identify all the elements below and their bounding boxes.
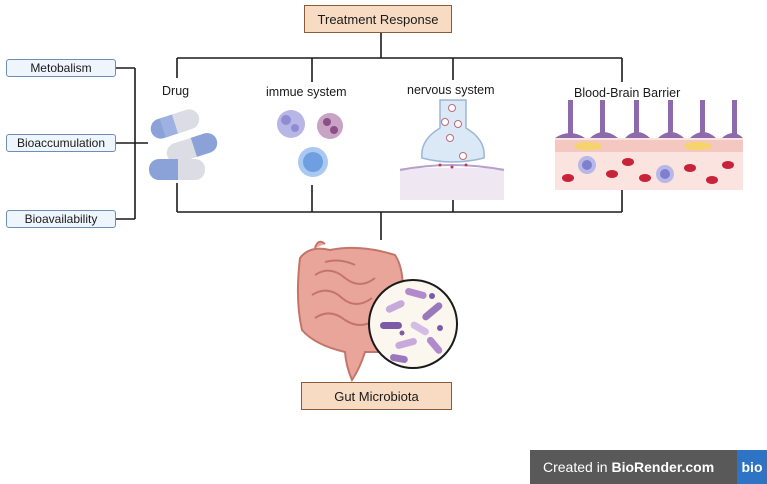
biorender-logo: bio (737, 450, 767, 484)
pill-icons (149, 109, 218, 180)
credit-prefix: Created in (543, 459, 612, 475)
immune-system-label: immue system (266, 85, 347, 99)
treatment-response-box: Treatment Response (304, 5, 452, 33)
blood-brain-barrier-label: Blood-Brain Barrier (574, 86, 681, 100)
factor-box-bioavailability: Bioavailability (6, 210, 116, 228)
synapse-icon (399, 99, 505, 200)
immune-cell-icons (277, 110, 343, 177)
factor-box-metabolism: Metobalism (6, 59, 116, 77)
drug-label: Drug (162, 84, 190, 98)
microbiota-icon (368, 279, 458, 369)
connector-lines (116, 33, 623, 240)
bbb-icon (555, 100, 743, 190)
credit-brand: BioRender.com (611, 459, 715, 475)
gut-microbiota-box: Gut Microbiota (301, 382, 452, 410)
nervous-system-label: nervous system (407, 83, 495, 97)
biorender-credit: Created in BioRender.com (543, 459, 737, 475)
biorender-badge[interactable]: Created in BioRender.com bio (530, 450, 767, 484)
factor-box-bioaccumulation: Bioaccumulation (6, 134, 116, 152)
